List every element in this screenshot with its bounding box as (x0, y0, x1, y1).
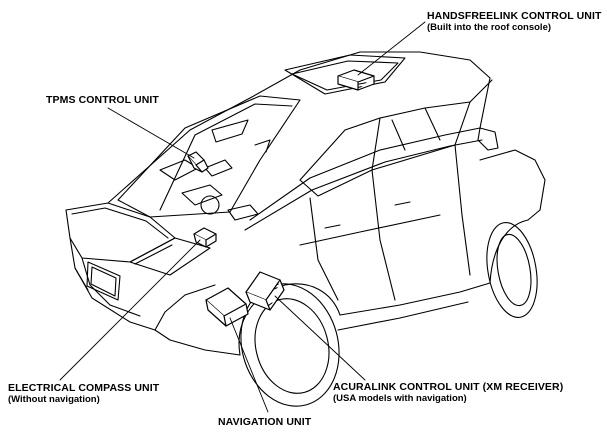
navigation-unit-box (205, 287, 249, 327)
handsfreelink-unit-box (337, 69, 375, 91)
compass-unit-box (193, 227, 217, 248)
tpms-label: TPMS CONTROL UNIT (46, 94, 159, 106)
tpms-name: TPMS CONTROL UNIT (46, 94, 159, 106)
leader-lines (59, 21, 426, 413)
leader-compass (59, 239, 201, 381)
acuralink-unit-box (245, 271, 285, 311)
leader-acuralink (274, 295, 366, 381)
compass-name: ELECTRICAL COMPASS UNIT (8, 382, 160, 394)
acuralink-note: (USA models with navigation) (333, 393, 467, 404)
compass-note: (Without navigation) (8, 394, 100, 405)
leader-handsfreelink (357, 21, 426, 76)
leader-navigation (229, 317, 269, 413)
car-doors (299, 144, 471, 301)
acuralink-label: ACURALINK CONTROL UNIT (XM RECEIVER) (US… (333, 381, 563, 405)
navigation-label: NAVIGATION UNIT (218, 416, 311, 428)
car-body-outline (65, 127, 546, 356)
navigation-name: NAVIGATION UNIT (218, 416, 312, 428)
tpms-unit-box (187, 151, 209, 173)
handsfreelink-note: (Built into the roof console) (427, 22, 552, 33)
acuralink-name: ACURALINK CONTROL UNIT (XM RECEIVER) (333, 381, 564, 393)
car-roof-and-glass (107, 51, 499, 221)
compass-label: ELECTRICAL COMPASS UNIT (Without navigat… (8, 382, 159, 406)
handsfreelink-label: HANDSFREELINK CONTROL UNIT (Built into t… (427, 10, 602, 34)
handsfreelink-name: HANDSFREELINK CONTROL UNIT (427, 10, 602, 22)
car-wheels (240, 221, 538, 407)
leader-tpms (107, 107, 195, 159)
